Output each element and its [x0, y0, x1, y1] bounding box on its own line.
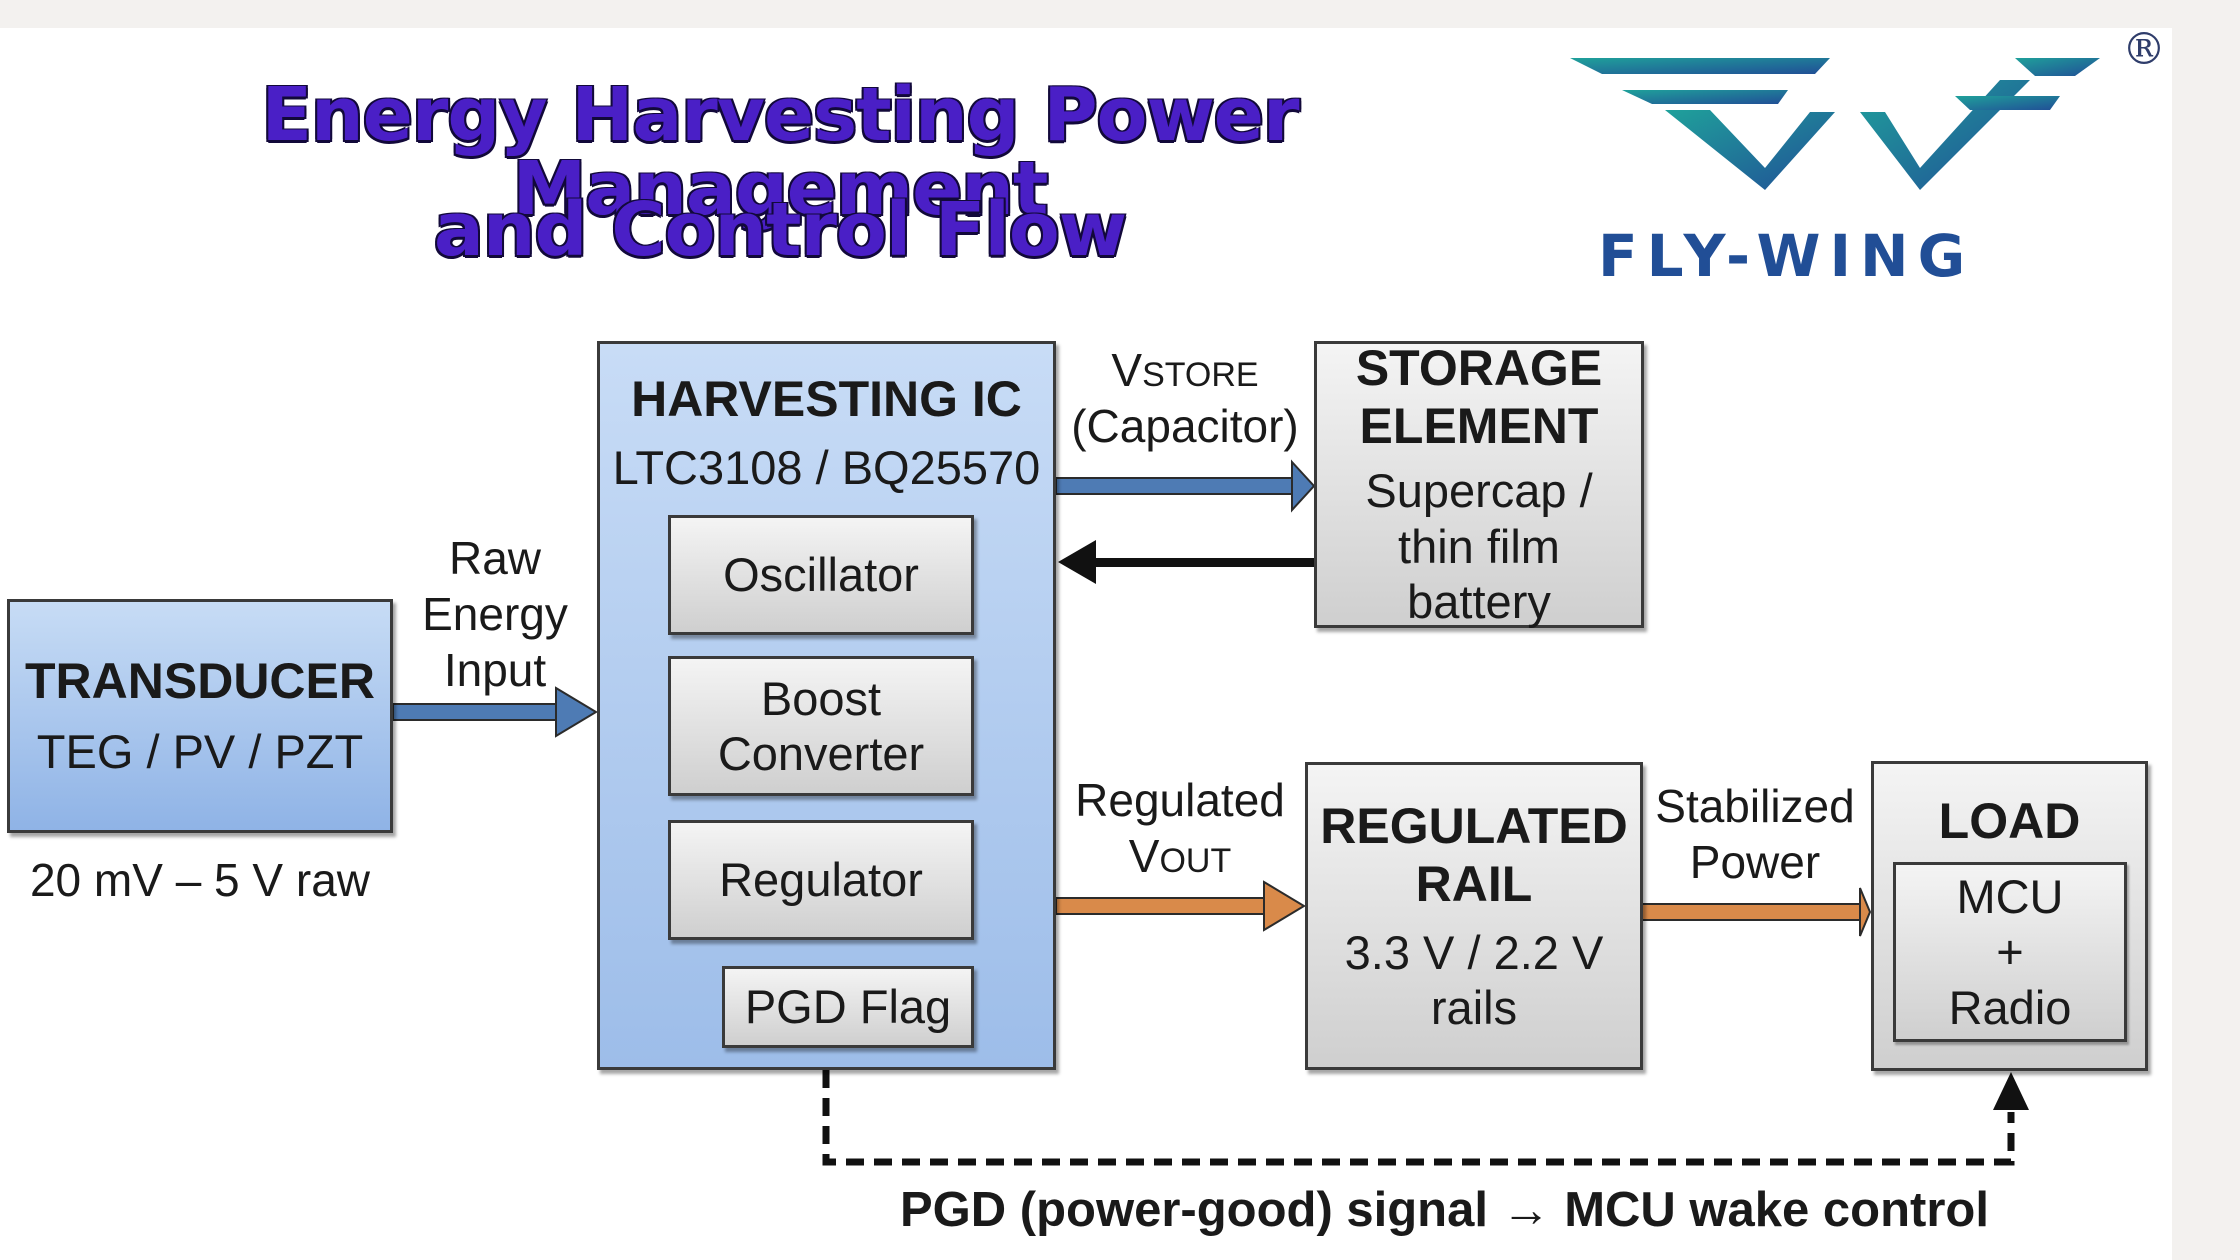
- vstore-capacitor: (Capacitor): [1071, 400, 1299, 453]
- oscillator-block: Oscillator: [668, 515, 974, 635]
- page-title-line1: Energy Harvesting Power Management: [261, 72, 1300, 232]
- regulated-rail-subtitle: 3.3 V / 2.2 V rails: [1344, 925, 1604, 1034]
- harvesting-ic-subtitle: LTC3108 / BQ25570: [612, 441, 1041, 494]
- vout-sub: OUT: [1159, 842, 1232, 881]
- vout-label: Regulated VOUT: [1060, 772, 1300, 884]
- pgd-flag-block: PGD Flag: [722, 966, 974, 1048]
- storage-subtitle: Supercap / thin film battery: [1365, 464, 1593, 629]
- raw-energy-label: Raw Energy Input: [422, 532, 568, 697]
- vstore-main: V: [1111, 344, 1143, 396]
- pgd-signal-loop: [822, 1070, 2029, 1166]
- vout-arrow: [1055, 880, 1306, 932]
- regulated-rail-block: REGULATED RAIL 3.3 V / 2.2 V rails: [1305, 762, 1643, 1070]
- page-title-line2: and Control Flow: [433, 187, 1127, 273]
- top-strip: [0, 0, 2240, 28]
- transducer-title: TRANSDUCER: [25, 653, 375, 710]
- storage-element-block: STORAGE ELEMENT Supercap / thin film bat…: [1314, 340, 1644, 629]
- harvesting-ic-title: HARVESTING IC: [631, 371, 1022, 427]
- load-title: LOAD: [1938, 793, 2081, 849]
- logo-brand-text: FLY-WING: [1598, 222, 1975, 290]
- stabilized-power-arrow: [1641, 887, 1872, 937]
- vstore-arrow: [1055, 459, 1316, 513]
- regulator-block: Regulator: [668, 820, 974, 940]
- boost-converter-block: Boost Converter: [668, 656, 974, 796]
- storage-title: STORAGE ELEMENT: [1355, 340, 1603, 455]
- regulated-text: Regulated: [1075, 774, 1285, 826]
- stabilized-power-label: Stabilized Power: [1655, 780, 1855, 889]
- raw-energy-arrow: [392, 686, 598, 738]
- vstore-label: VSTORE (Capacitor): [1060, 342, 1310, 454]
- transducer-range-note: 20 mV – 5 V raw: [29, 854, 371, 906]
- fly-wing-logo-icon: [1570, 58, 2100, 190]
- registered-mark: ®: [2122, 24, 2166, 75]
- storage-return-arrow: [1058, 540, 1314, 584]
- vout-main: V: [1128, 830, 1160, 883]
- pgd-signal-label: PGD (power-good) signal → MCU wake contr…: [900, 1183, 1989, 1237]
- transducer-block: TRANSDUCER TEG / PV / PZT: [7, 599, 393, 833]
- mcu-radio-block: MCU + Radio: [1893, 862, 2127, 1042]
- vstore-sub: STORE: [1142, 356, 1259, 394]
- regulated-rail-title: REGULATED RAIL: [1320, 797, 1628, 912]
- transducer-subtitle: TEG / PV / PZT: [36, 725, 364, 779]
